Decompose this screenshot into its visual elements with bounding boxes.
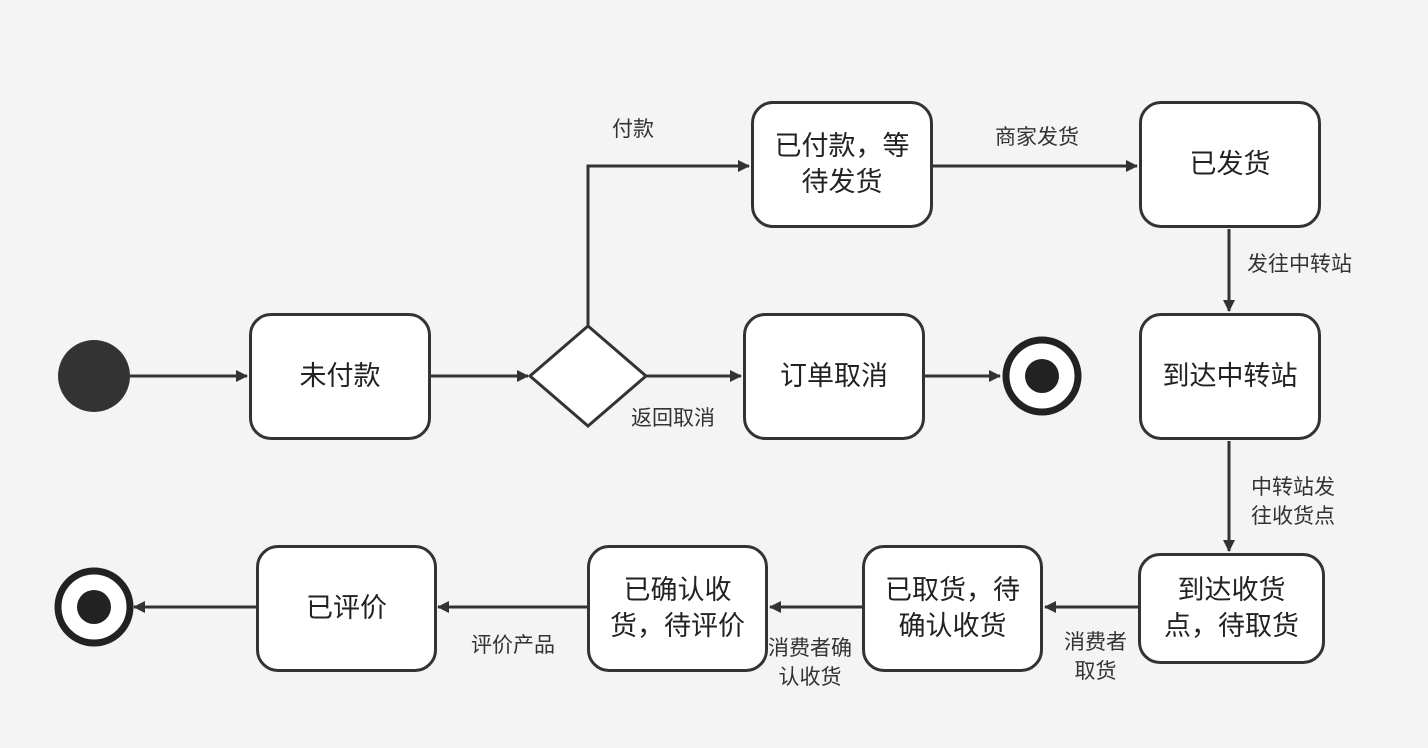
state-at-transit: 到达中转站 — [1139, 313, 1321, 440]
edge-label-consumer-confirm-line2: 认收货 — [778, 665, 842, 689]
edge-label-consumer-confirm: 消费者确 认收货 — [768, 634, 852, 692]
edge-label-consumer-pickup-line1: 消费者 — [1064, 630, 1127, 654]
edge-label-to-transit: 发往中转站 — [1247, 252, 1352, 276]
decision-diamond — [527, 324, 649, 428]
state-paid-waiting: 已付款，等待发货 — [751, 101, 933, 228]
edge-label-transit-to-pickup: 中转站发 往收货点 — [1251, 473, 1335, 531]
edge-label-return-cancel: 返回取消 — [631, 406, 715, 430]
edge-label-transit-to-pickup-line1: 中转站发 — [1251, 475, 1335, 499]
state-at-pickup: 到达收货点，待取货 — [1138, 553, 1325, 664]
state-reviewed: 已评价 — [256, 545, 437, 672]
edge-label-consumer-pickup-line2: 取货 — [1074, 659, 1117, 683]
edge-label-pay: 付款 — [612, 117, 654, 141]
edge-label-transit-to-pickup-line2: 往收货点 — [1251, 504, 1335, 528]
final-node-reviewed — [54, 567, 134, 647]
edge-label-merchant-ship: 商家发货 — [995, 125, 1079, 149]
state-confirmed: 已确认收货，待评价 — [587, 545, 768, 672]
state-unpaid: 未付款 — [249, 313, 431, 440]
edge-label-review-product: 评价产品 — [471, 633, 555, 657]
final-node-cancel — [1002, 336, 1082, 416]
edge-decision-to-paid — [586, 160, 750, 326]
state-shipped: 已发货 — [1139, 101, 1321, 228]
initial-node — [58, 340, 130, 412]
state-order-cancelled: 订单取消 — [743, 313, 925, 440]
state-picked-up: 已取货，待确认收货 — [862, 545, 1043, 672]
edge-label-consumer-confirm-line1: 消费者确 — [768, 636, 852, 660]
edge-label-consumer-pickup: 消费者 取货 — [1064, 628, 1127, 686]
